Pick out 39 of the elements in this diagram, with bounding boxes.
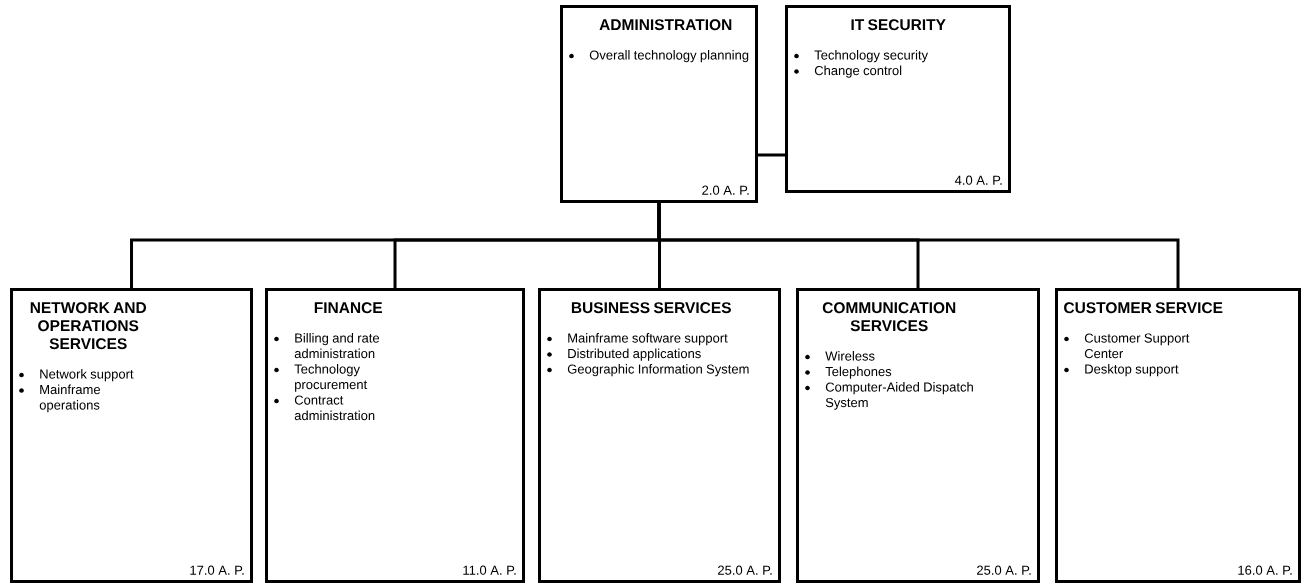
staff-count: 25.0 A. P.	[718, 565, 772, 575]
box-heading: ADMINISTRATION	[599, 19, 732, 31]
bullet-item: Billing and rate administration	[274, 333, 380, 359]
box-heading: FINANCE	[314, 302, 383, 314]
box-heading: COMMUNICATION SERVICES	[822, 302, 956, 332]
bullet-item: Computer-Aided Dispatch System	[805, 382, 973, 410]
staff-count: 17.0 A. P.	[190, 565, 244, 575]
bullet-item: Mainframe operations	[19, 384, 101, 413]
org-box	[560, 5, 758, 203]
org-box	[1055, 288, 1301, 583]
bullet-item: Desktop support	[1064, 364, 1179, 377]
bullet-item: Wireless	[805, 351, 875, 361]
bullet-item: Technology procurement	[274, 364, 368, 392]
org-box	[796, 288, 1040, 583]
staff-count: 11.0 A. P.	[463, 565, 516, 575]
bullet-item: Overall technology planning	[569, 50, 749, 63]
staff-count: 16.0 A. P.	[1238, 565, 1292, 575]
bullet-item: Network support	[19, 369, 134, 382]
org-box	[538, 288, 781, 583]
bullet-item: Contract administration	[274, 395, 375, 421]
staff-count: 4.0 A. P.	[954, 175, 1002, 185]
bullet-item: Customer Support Center	[1064, 333, 1190, 359]
bullet-item: Geographic Information System	[547, 364, 749, 377]
box-heading: CUSTOMER SERVICE	[1064, 302, 1223, 314]
box-heading: NETWORK AND OPERATIONS SERVICES	[30, 302, 147, 350]
bullet-item: Technology security	[794, 50, 929, 63]
connector-line	[758, 153, 785, 157]
connector-line	[657, 203, 1180, 288]
org-box	[265, 288, 525, 583]
bullet-item: Distributed applications	[547, 348, 701, 361]
bullet-item: Change control	[794, 65, 902, 78]
org-box	[785, 5, 1011, 193]
staff-count: 25.0 A. P.	[977, 565, 1031, 575]
org-box	[10, 288, 253, 583]
box-heading: IT SECURITY	[851, 19, 946, 31]
bullet-item: Mainframe software support	[547, 333, 728, 346]
staff-count: 2.0 A. P.	[702, 185, 749, 195]
box-heading: BUSINESS SERVICES	[571, 302, 731, 314]
bullet-item: Telephones	[805, 366, 892, 379]
